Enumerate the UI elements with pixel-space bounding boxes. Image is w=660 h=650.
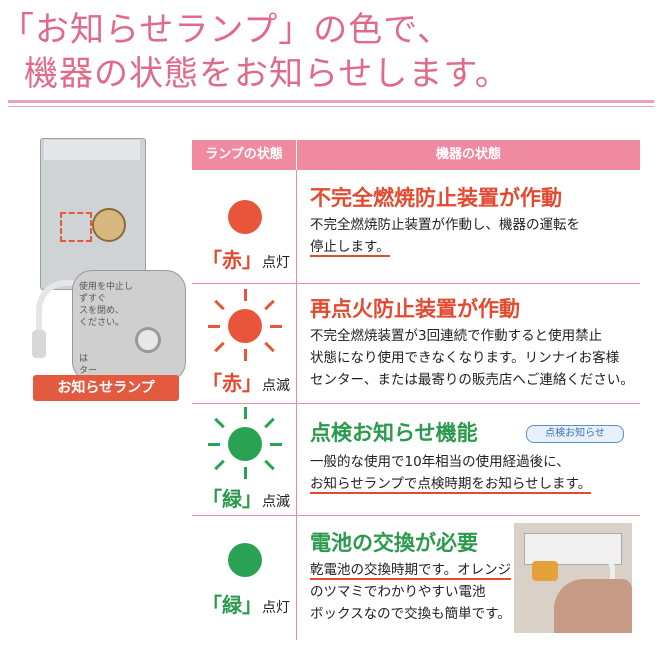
notification-lamp-icon <box>135 327 161 353</box>
lamp-ray <box>264 459 275 471</box>
lamp-ray <box>270 443 282 446</box>
lamp-color-word: 「赤」 <box>202 371 262 395</box>
lamp-status-table: ランプの状態 機器の状態 「赤」点灯 不完全燃焼防止装置が作動 不完全燃焼防止装… <box>192 140 640 640</box>
title-divider <box>8 100 654 103</box>
heater-knob <box>92 208 126 242</box>
lamp-ray <box>214 299 225 311</box>
lamp-ray <box>208 443 220 446</box>
table-row: 「緑」点灯 電池の交換が必要 乾電池の交換時期です。オレンジ のツマミでわかりや… <box>192 515 640 640</box>
battery-box-photo <box>514 523 632 633</box>
lamp-ray <box>244 407 247 419</box>
lamp-color-word: 「赤」 <box>202 248 262 272</box>
lamp-ray <box>244 349 247 361</box>
table-row: 「赤」点灯 不完全燃焼防止装置が作動 不完全燃焼防止装置が作動し、機器の運転を … <box>192 170 640 284</box>
page-title-line1: 「お知らせランプ」の色で、 <box>0 10 452 50</box>
state-heading: 不完全燃焼防止装置が作動 <box>310 186 562 210</box>
closeup-label-text: 使用を中止し ずすぐ スを閉め、 ください。 は ター 321 <box>79 282 134 381</box>
red-blinking-lamp-icon <box>228 309 262 343</box>
lamp-ray <box>214 417 225 429</box>
desc-line-text: 停止します。 <box>310 239 390 257</box>
inspection-tag: 点検お知らせ <box>526 425 624 443</box>
desc-line: 状態になり使用できなくなります。リンナイお客様 <box>310 350 620 366</box>
desc-line-text: 不完全燃焼防止装置が作動し、機器の運転を <box>310 217 580 233</box>
state-heading: 点検お知らせ機能 <box>310 421 478 445</box>
notification-lamp-badge: お知らせランプ <box>33 375 179 401</box>
lamp-label: 「緑」点灯 <box>202 589 290 618</box>
desc-line: 停止します。 <box>310 236 580 258</box>
desc-line: ボックスなので交換も簡単です。 <box>310 606 511 622</box>
lamp-cell: 「緑」点灯 <box>192 515 297 640</box>
zoom-indicator <box>60 212 92 242</box>
desc-line: センター、または最寄りの販売店へご連絡ください。 <box>310 372 634 388</box>
desc-line: 乾電池の交換時期です。オレンジ <box>310 559 512 581</box>
table-row: 「緑」点滅 点検お知らせ機能 点検お知らせ 一般的な使用で10年相当の使用経過後… <box>192 403 640 516</box>
lamp-mode: 点灯 <box>262 255 290 271</box>
lamp-label: 「緑」点滅 <box>202 483 290 512</box>
state-description: 一般的な使用で10年相当の使用経過後に、 お知らせランプで点検時期をお知らせしま… <box>310 451 592 495</box>
lamp-mode: 点灯 <box>262 600 290 616</box>
header-lamp-state: ランプの状態 <box>192 140 297 170</box>
lamp-color-word: 「緑」 <box>202 593 262 617</box>
heater-panel <box>44 140 140 160</box>
desc-line: 一般的な使用で10年相当の使用経過後に、 <box>310 454 570 470</box>
lamp-ray <box>264 299 275 311</box>
lamp-ray <box>208 325 220 328</box>
desc-line-text: お知らせランプで点検時期をお知らせします。 <box>310 476 592 494</box>
page-title-line2: 機器の状態をお知らせします。 <box>24 54 510 94</box>
lamp-color-word: 「緑」 <box>202 487 262 511</box>
desc-line: 不完全燃焼装置が3回連続で作動すると使用禁止 <box>310 328 603 344</box>
state-description: 不完全燃焼防止装置が作動し、機器の運転を 停止します。 <box>310 214 580 258</box>
lamp-ray <box>264 341 275 353</box>
pipe-nozzle <box>32 330 46 358</box>
lamp-label: 「赤」点灯 <box>202 244 290 273</box>
lamp-cell: 「赤」点滅 <box>192 283 297 403</box>
state-heading: 電池の交換が必要 <box>310 531 478 555</box>
lamp-ray <box>244 467 247 479</box>
desc-line: 不完全燃焼防止装置が作動し、機器の運転を <box>310 214 580 236</box>
state-description: 乾電池の交換時期です。オレンジ のツマミでわかりやすい電池 ボックスなので交換も… <box>310 559 512 625</box>
state-heading: 再点火防止装置が作動 <box>310 297 520 321</box>
lamp-cell: 「赤」点灯 <box>192 170 297 283</box>
lamp-closeup: 使用を中止し ずすぐ スを閉め、 ください。 は ター 321 <box>72 270 186 382</box>
heater-body <box>40 138 146 290</box>
state-description: 不完全燃焼装置が3回連続で作動すると使用禁止 状態になり使用できなくなります。リ… <box>310 325 634 391</box>
title-divider-thin <box>8 106 654 107</box>
red-lamp-icon <box>228 200 262 234</box>
lamp-ray <box>214 341 225 353</box>
green-blinking-lamp-icon <box>228 427 262 461</box>
table-row: 「赤」点滅 再点火防止装置が作動 不完全燃焼装置が3回連続で作動すると使用禁止 … <box>192 283 640 404</box>
lamp-cell: 「緑」点滅 <box>192 403 297 515</box>
desc-line: お知らせランプで点検時期をお知らせします。 <box>310 473 592 495</box>
water-heater-illustration: 使用を中止し ずすぐ スを閉め、 ください。 は ター 321 お知らせランプ <box>14 130 186 401</box>
desc-line: のツマミでわかりやすい電池 <box>310 584 486 600</box>
lamp-ray <box>214 459 225 471</box>
photo-hand <box>554 579 632 633</box>
lamp-label: 「赤」点滅 <box>202 367 290 396</box>
heater-pipe <box>36 280 102 346</box>
lamp-mode: 点滅 <box>262 378 290 394</box>
lamp-ray <box>270 325 282 328</box>
lamp-mode: 点滅 <box>262 494 290 510</box>
lamp-ray <box>244 289 247 301</box>
header-device-state: 機器の状態 <box>297 140 640 170</box>
green-lamp-icon <box>228 543 262 577</box>
lamp-ray <box>264 417 275 429</box>
desc-line-text: 乾電池の交換時期です。オレンジ <box>310 562 512 580</box>
photo-orange-knob <box>532 561 558 581</box>
